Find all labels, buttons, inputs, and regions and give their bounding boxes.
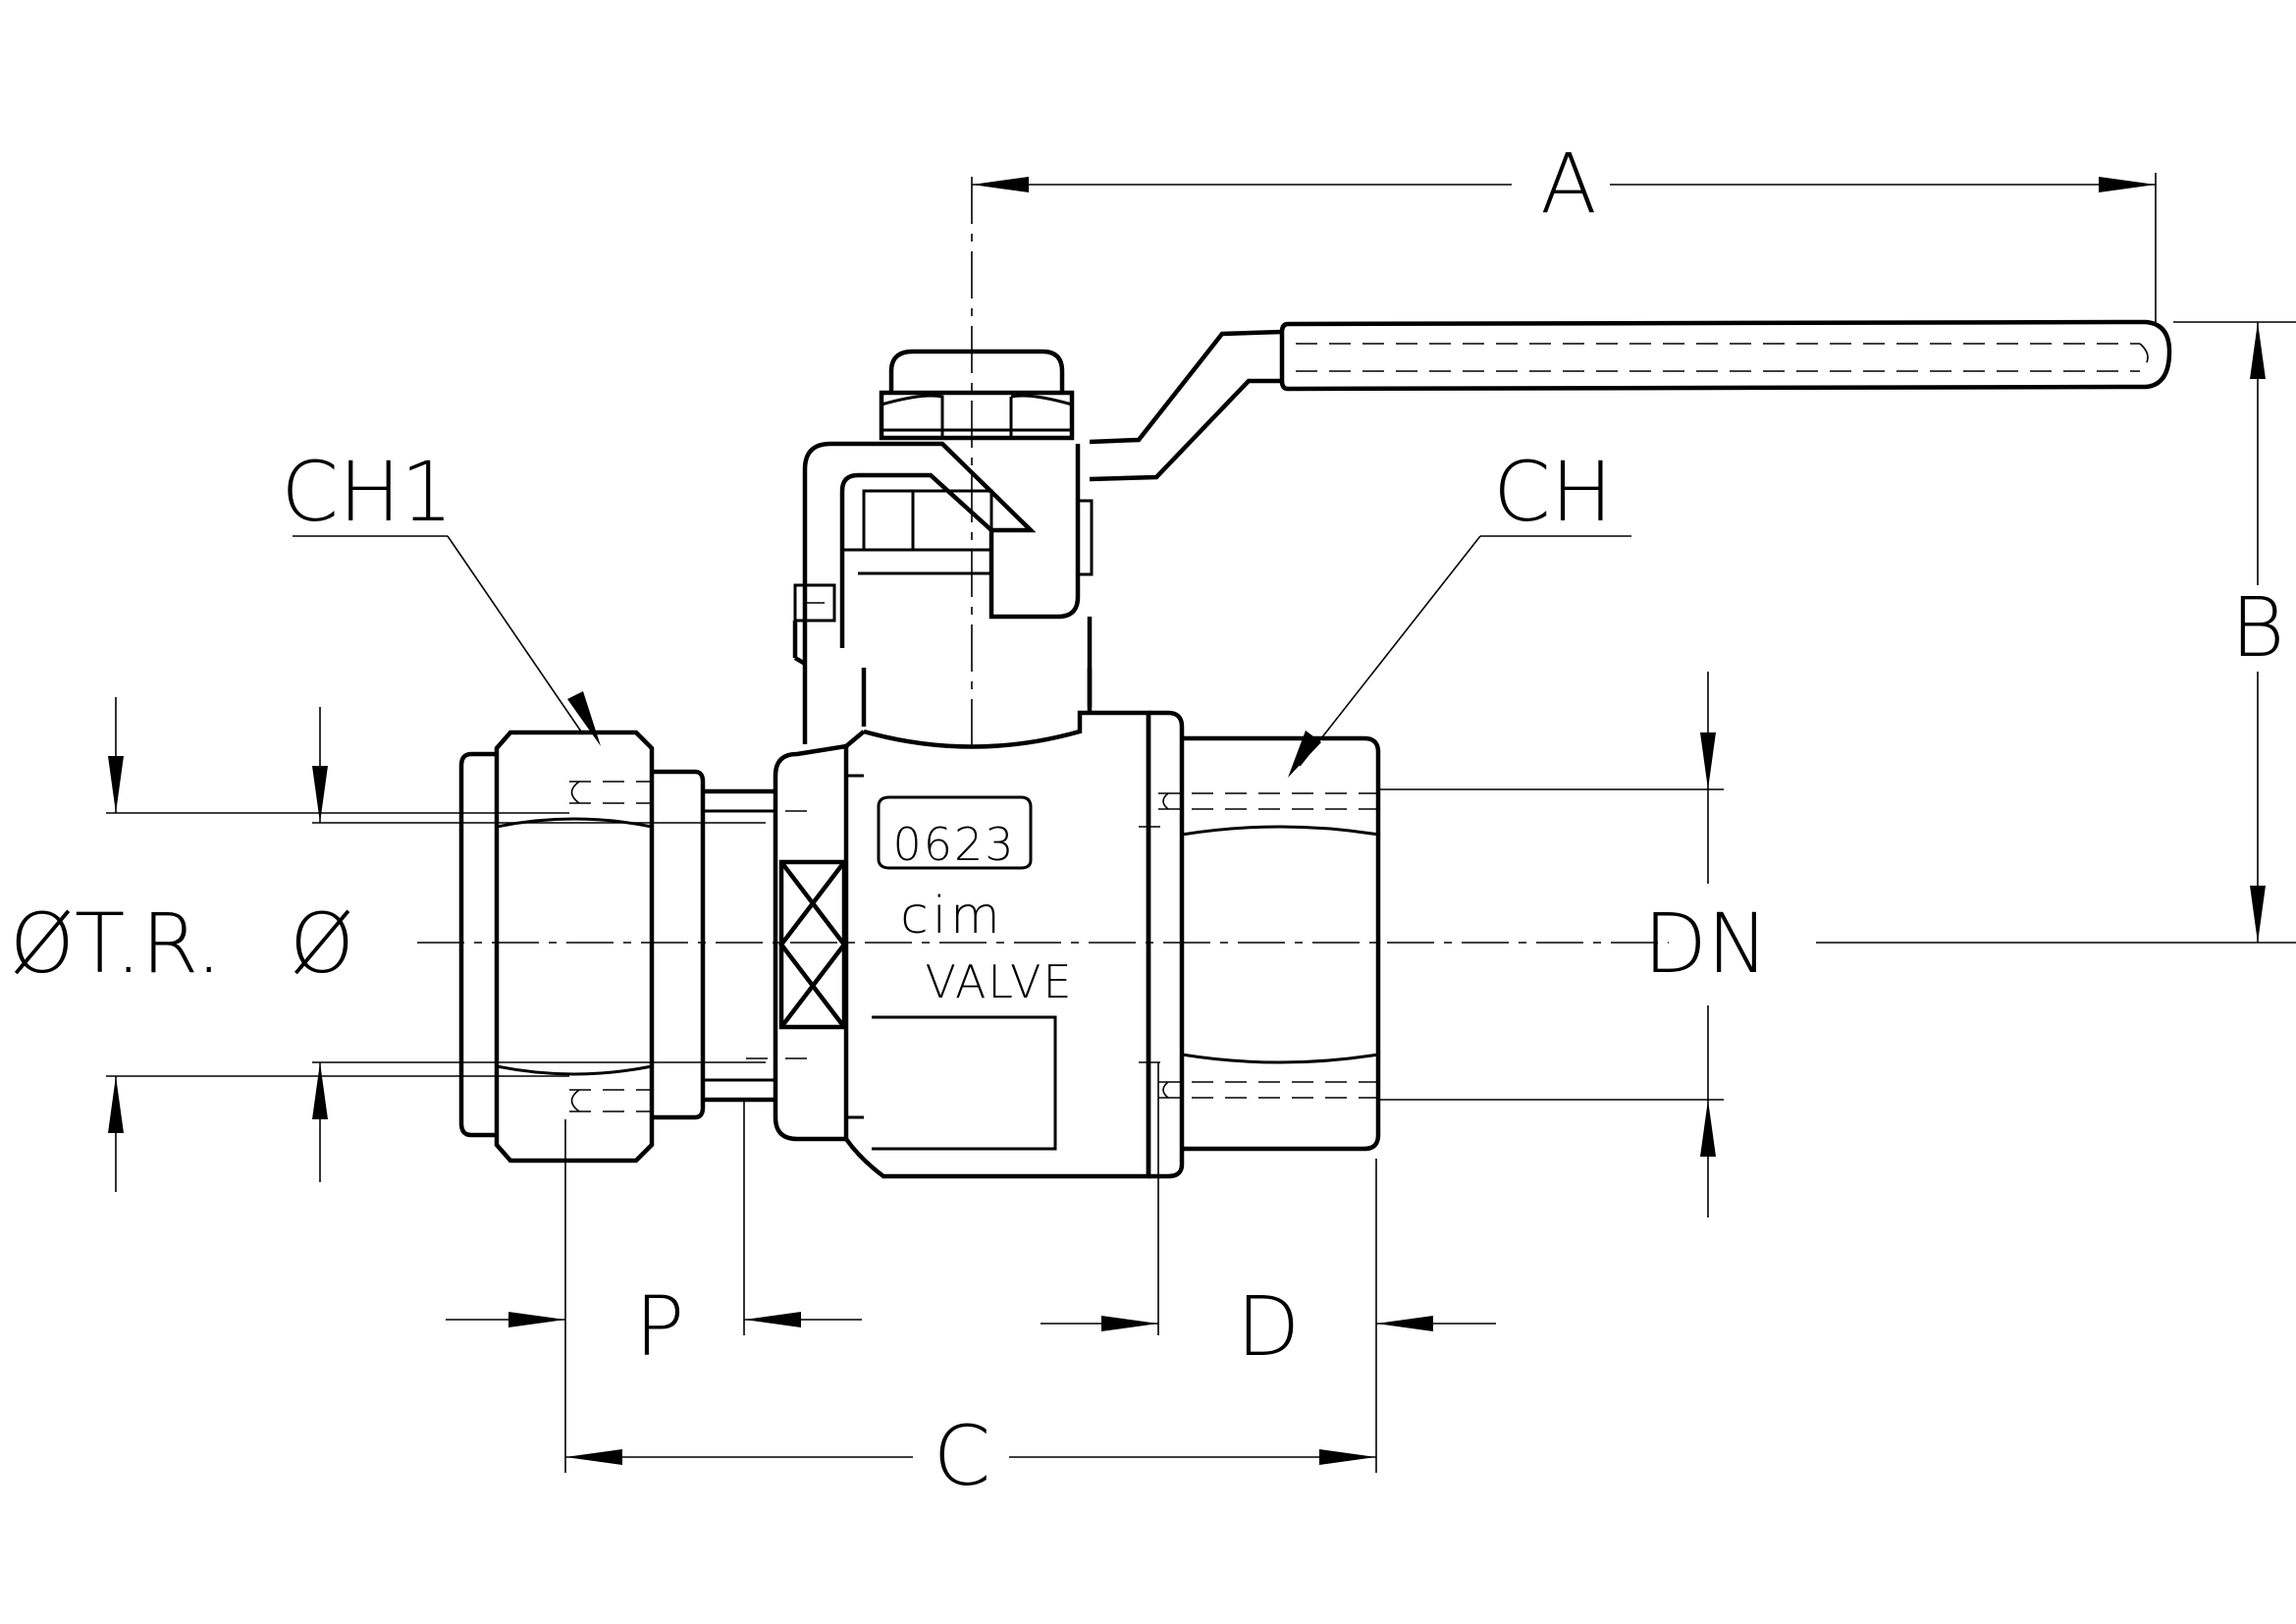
dimension-label-tube-diameter: ØT.R. [10, 895, 222, 992]
arrowhead [108, 756, 124, 813]
arrowhead [972, 177, 1029, 192]
arrowhead [565, 1449, 622, 1465]
dimension-label-c: C [934, 1408, 991, 1504]
arrowhead [1288, 731, 1321, 778]
dimension-dn [1378, 672, 1724, 1218]
arrowhead [1700, 732, 1716, 789]
leader-label-ch: CH [1493, 444, 1613, 540]
arrowhead [312, 766, 328, 823]
dimension-a [972, 173, 2157, 324]
leader-ch [1288, 535, 1631, 778]
body-marking-brand: cim [900, 887, 1004, 946]
dimension-tube-diameter [106, 697, 569, 1192]
dimension-p [446, 1100, 862, 1335]
center-lines [417, 177, 1669, 944]
arrowhead [1101, 1316, 1158, 1331]
leader-ch1 [293, 535, 601, 746]
dimension-label-bore-diameter: Ø [290, 895, 354, 992]
arrowhead [1700, 1100, 1716, 1157]
arrowhead [312, 1062, 328, 1119]
arrowhead [2250, 322, 2266, 379]
arrowhead [567, 691, 601, 746]
dimension-label-b: B [2230, 579, 2284, 676]
dimension-b [1816, 321, 2296, 944]
arrowhead [744, 1312, 801, 1327]
dimension-label-d: D [1237, 1278, 1301, 1375]
dimension-c [564, 1119, 1377, 1473]
dimension-d [1041, 1062, 1496, 1335]
dimension-label-a: A [1540, 135, 1596, 232]
arrowhead [2099, 177, 2156, 192]
body-marking-valve: VALVE [925, 955, 1073, 1008]
body-marking-number: 0623 [892, 818, 1015, 871]
arrowhead [2250, 886, 2266, 943]
leader-label-ch1: CH1 [281, 444, 453, 540]
arrowhead [1319, 1449, 1376, 1465]
valve-body [773, 710, 1185, 1179]
female-threaded-end-right [1139, 735, 1381, 1152]
arrowhead [508, 1312, 565, 1327]
compression-nut-left [458, 730, 815, 1164]
arrowhead [108, 1076, 124, 1133]
dimension-bore-diameter [312, 707, 766, 1182]
dimension-label-dn: DN [1643, 895, 1769, 992]
arrowhead [1376, 1316, 1433, 1331]
dimension-label-p: P [635, 1278, 685, 1375]
lever-handle [792, 319, 2172, 744]
